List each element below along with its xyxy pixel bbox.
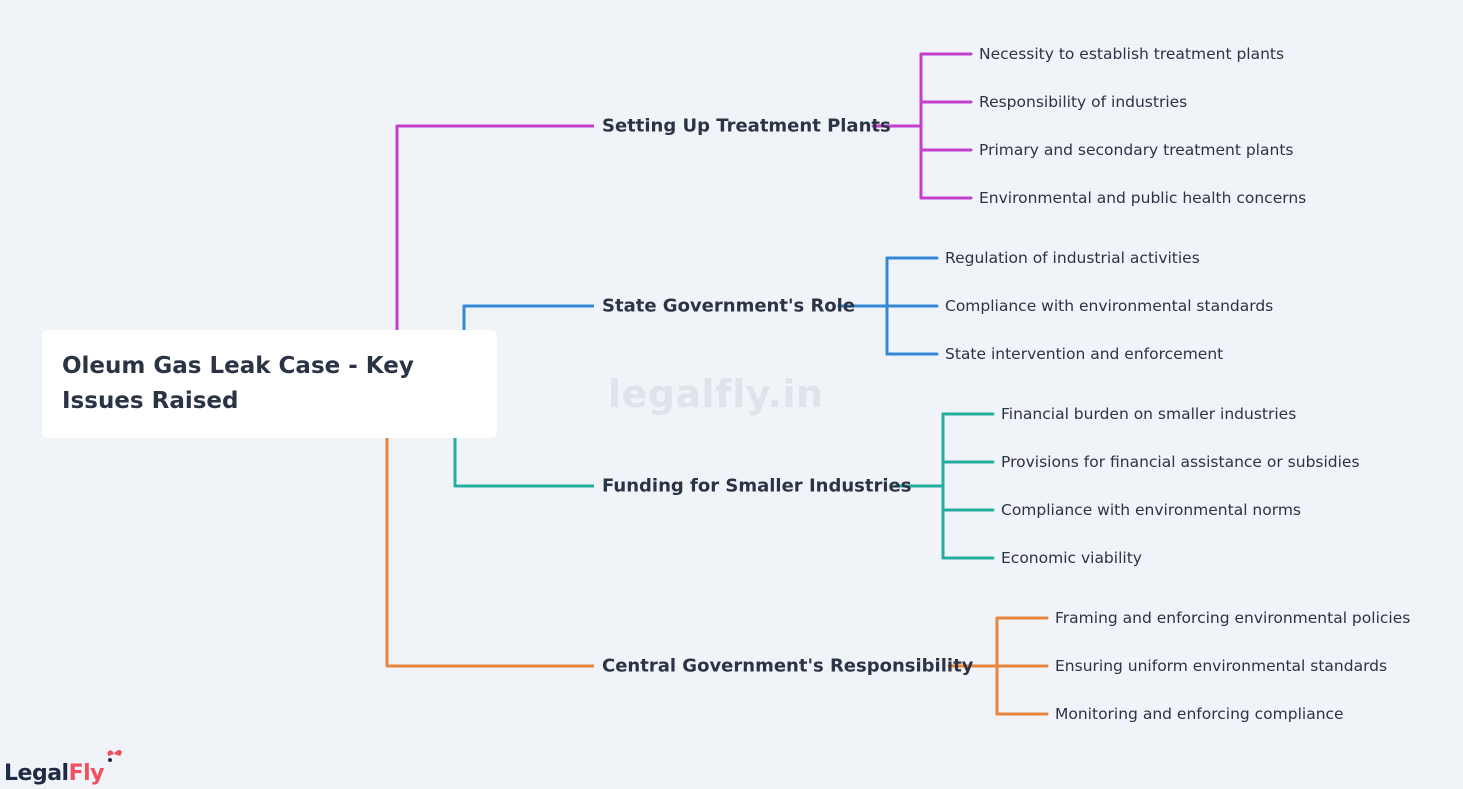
branch-1-leaf-2[interactable]: State intervention and enforcement — [945, 345, 1224, 363]
branch-label-3[interactable]: Central Government's Responsibility — [602, 655, 974, 677]
branch-label-1[interactable]: State Government's Role — [602, 295, 856, 317]
watermark: legalfly.in — [608, 372, 824, 416]
branch-0-leaf-1[interactable]: Responsibility of industries — [979, 93, 1188, 111]
legalfly-logo: Legal Fly — [4, 744, 126, 786]
branch-1-leaf-1[interactable]: Compliance with environmental standards — [945, 297, 1274, 315]
butterfly-icon — [107, 749, 122, 762]
branch-label-0[interactable]: Setting Up Treatment Plants — [602, 115, 891, 137]
branch-2-leaf-1[interactable]: Provisions for financial assistance or s… — [1001, 453, 1360, 471]
branch-0-leaf-3[interactable]: Environmental and public health concerns — [979, 189, 1307, 207]
branch-1-leaf-0[interactable]: Regulation of industrial activities — [945, 249, 1200, 267]
branch-2-leaf-3[interactable]: Economic viability — [1001, 549, 1142, 567]
branch-0-leaf-0[interactable]: Necessity to establish treatment plants — [979, 45, 1285, 63]
branch-0-trunk — [395, 124, 594, 330]
branch-1-trunk — [462, 304, 594, 330]
branch-2-trunk — [453, 438, 594, 488]
branch-0-leaf-2[interactable]: Primary and secondary treatment plants — [979, 141, 1294, 159]
branch-3-leaf-2[interactable]: Monitoring and enforcing compliance — [1055, 705, 1344, 723]
logo-fly-text: Fly — [68, 761, 105, 786]
branch-2-leaf-2[interactable]: Compliance with environmental norms — [1001, 501, 1302, 519]
branch-2-leaf-0[interactable]: Financial burden on smaller industries — [1001, 405, 1297, 423]
root-node[interactable]: Oleum Gas Leak Case - Key Issues Raised — [42, 330, 497, 438]
branch-3-trunk — [385, 438, 594, 668]
logo-legal-text: Legal — [4, 761, 69, 786]
branch-3-leaf-1[interactable]: Ensuring uniform environmental standards — [1055, 657, 1388, 675]
root-title: Oleum Gas Leak Case - Key Issues Raised — [62, 353, 414, 414]
branch-3-leaf-0[interactable]: Framing and enforcing environmental poli… — [1055, 609, 1411, 627]
branch-label-2[interactable]: Funding for Smaller Industries — [602, 475, 912, 497]
